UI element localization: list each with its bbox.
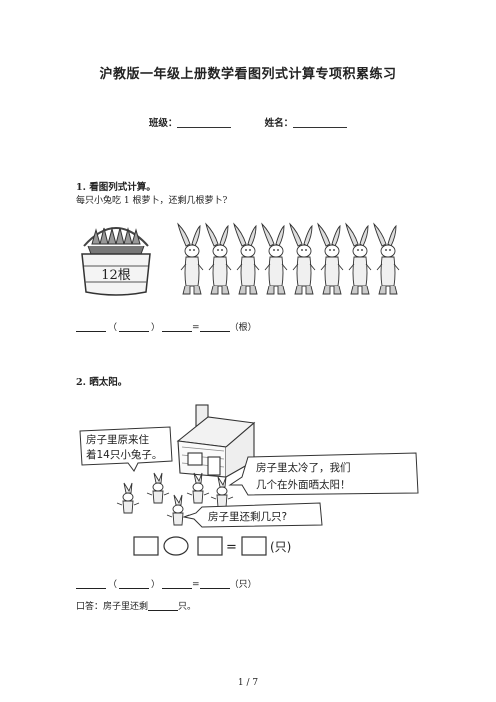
q1-rabbits-illustration	[177, 223, 400, 295]
bubble-bottom-shape	[182, 502, 323, 528]
basket-label: 12根	[101, 268, 131, 283]
bubble-left-line-1: 房子里原来住	[86, 433, 149, 446]
class-label: 班级：	[148, 118, 178, 129]
q1-basket-illustration: 12根	[81, 227, 151, 296]
q1-blank-3[interactable]	[162, 321, 193, 332]
page-title: 沪教版一年级上册数学看图列式计算专项积累练习	[99, 67, 397, 82]
q1-blank-2[interactable]	[119, 321, 150, 332]
q2-answer: 口答：房子里还剩 只。	[76, 599, 196, 612]
q2-blank-2[interactable]	[119, 578, 150, 589]
q2-illustration: 房子里原来住 着14只小兔子。 房子里太冷了，我们 几个在外面晒太阳！ 房子里还…	[79, 404, 419, 556]
box-unit: (只)	[270, 540, 291, 554]
bubble-bottom-text: 房子里还剩几只?	[208, 510, 287, 523]
house-drawing	[176, 404, 256, 478]
q2-heading: 2. 晒太阳。	[76, 377, 128, 388]
bubble-right-line-1: 房子里太冷了，我们	[256, 461, 351, 474]
answer-suffix: 只。	[178, 602, 197, 612]
q1-blank-1[interactable]	[76, 321, 106, 332]
q2-formula: （）=（只）	[76, 577, 257, 590]
q2-blank-3[interactable]	[162, 578, 193, 589]
bubble-right-line-2: 几个在外面晒太阳！	[256, 478, 351, 491]
bubble-right-shape	[228, 452, 419, 496]
rabbits-outside	[116, 472, 234, 526]
name-blank[interactable]	[293, 117, 348, 128]
name-label: 姓名：	[264, 118, 294, 129]
bubble-left-shape	[79, 426, 173, 472]
q2-unit: （只）	[229, 580, 257, 590]
q1-unit: （根）	[229, 323, 257, 333]
box-equals: =	[226, 540, 237, 555]
bubble-left-line-2: 着14只小兔子。	[86, 448, 162, 461]
page-number: 1 / 7	[237, 678, 259, 688]
class-blank[interactable]	[177, 117, 232, 128]
q1-formula: （）=（根）	[76, 320, 257, 333]
box-equation	[133, 536, 267, 556]
q1-heading: 1. 看图列式计算。	[76, 182, 156, 193]
q2-blank-1[interactable]	[76, 578, 106, 589]
answer-blank[interactable]	[148, 600, 179, 611]
q2-blank-4[interactable]	[199, 578, 230, 589]
student-info: 班级： 姓名：	[0, 115, 496, 129]
q1-blank-4[interactable]	[199, 321, 230, 332]
answer-prefix: 口答：房子里还剩	[76, 602, 149, 612]
q1-text: 每只小兔吃 1 根萝卜，还剩几根萝卜?	[76, 196, 228, 206]
